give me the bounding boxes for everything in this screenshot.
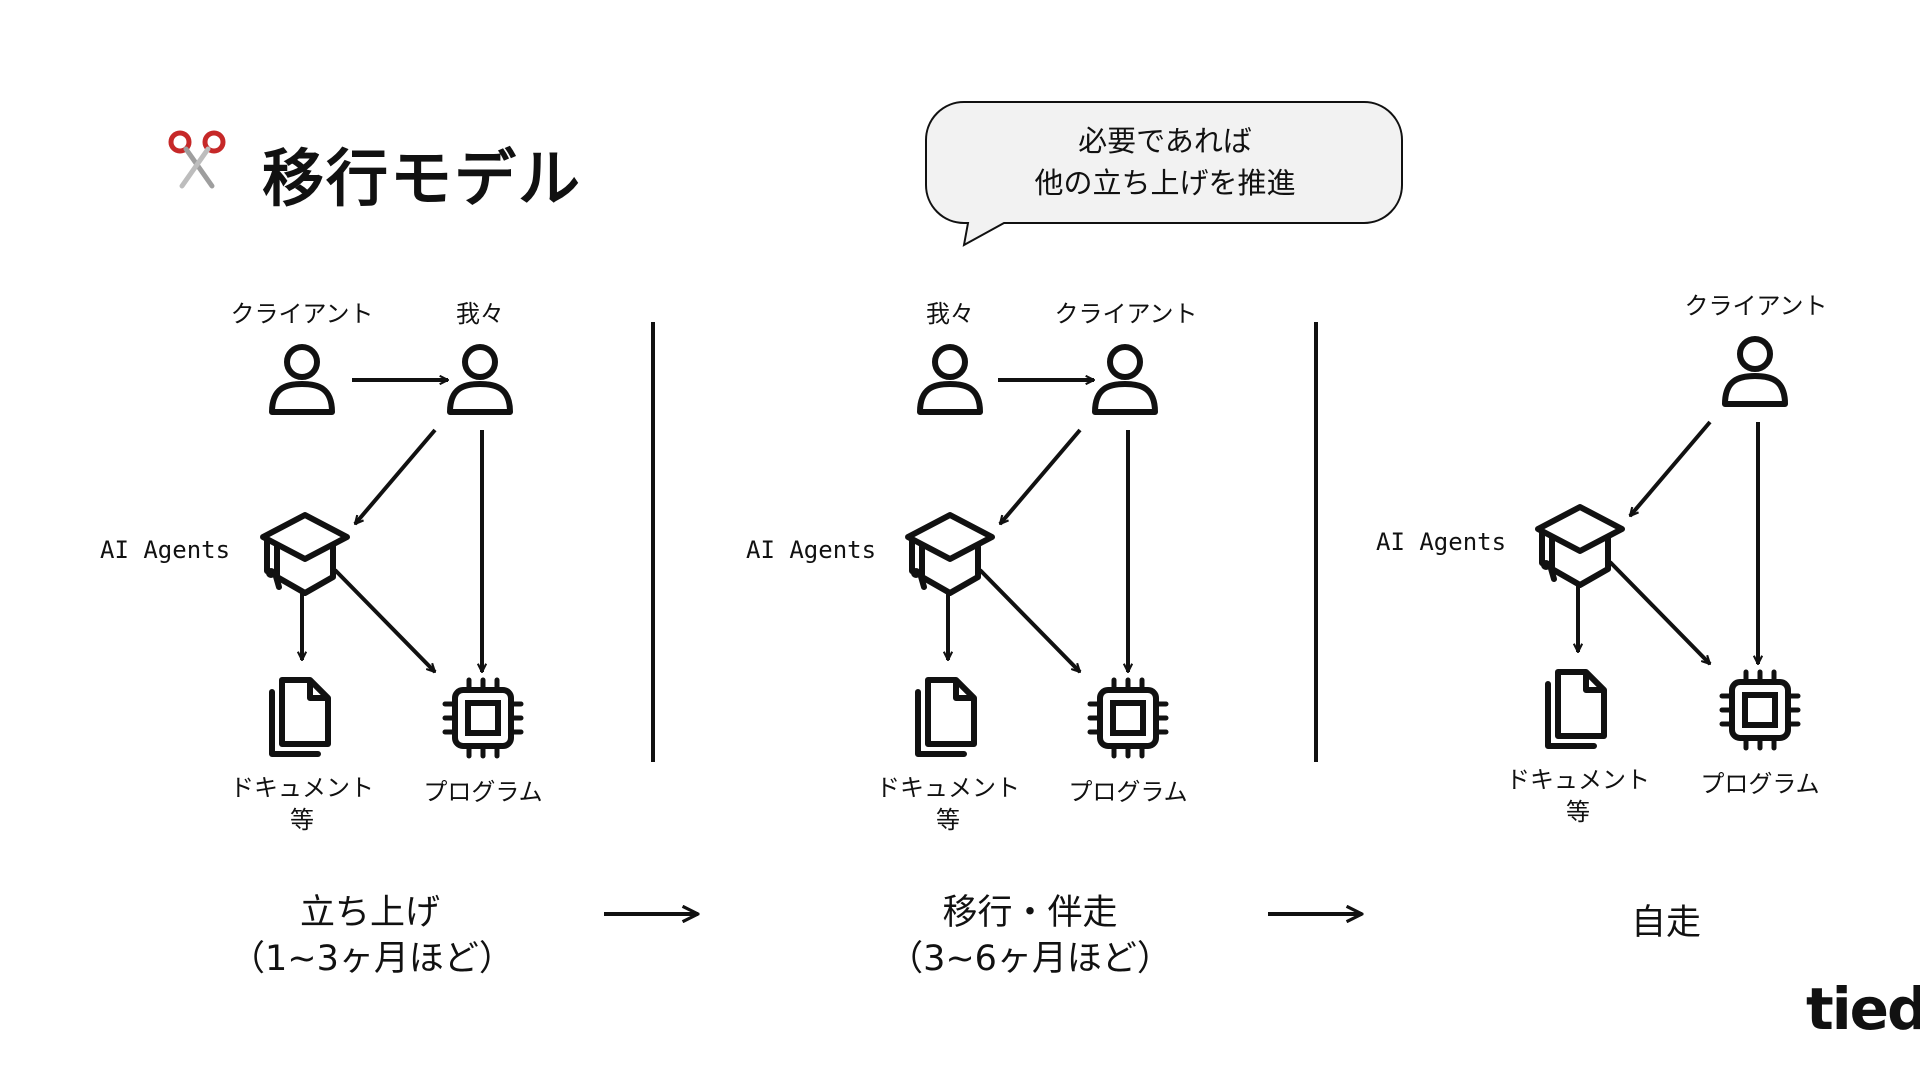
page-title: 移行モデル [262,142,583,215]
panel-3-program-label: プログラム [1700,770,1820,798]
panel-2-documents-label: ドキュメント 等 [868,772,1028,836]
panel-2-person-a-label: 我々 [926,300,974,328]
graduation-cap-icon [1538,507,1622,585]
person-icon [1095,347,1155,412]
graduation-cap-icon [263,515,347,593]
stage-line-2: （1~3ヶ月ほど） [230,939,514,979]
panel-2-stage-label: 移行・伴走 （3~6ヶ月ほど） [880,890,1180,982]
graduation-cap-icon [908,515,992,593]
panel-1-graphics [263,347,521,756]
scissors-icon [166,128,228,194]
documents-label-line-2: 等 [1566,798,1590,826]
panel-1-stage-label: 立ち上げ （1~3ヶ月ほど） [230,890,514,982]
documents-label-line-1: ドキュメント [876,774,1020,802]
stage-line-1: 移行・伴走 [942,893,1118,933]
documents-icon [272,680,328,754]
divider-1 [651,322,655,762]
panel-1-agents-label: AI Agents [100,536,231,564]
panel-3-agents-label: AI Agents [1376,528,1507,556]
person-icon [450,347,510,412]
speech-bubble [924,100,1404,254]
panel-2-program-label: プログラム [1068,778,1188,806]
panel-1-person-a-label: クライアント [230,300,374,328]
documents-icon [918,680,974,754]
cpu-chip-icon [1090,680,1166,756]
person-icon [920,347,980,412]
stage-line-2: （3~6ヶ月ほど） [888,939,1172,979]
tied-logo: tied [1806,975,1920,1043]
cpu-chip-icon [445,680,521,756]
person-icon [1725,339,1785,404]
panel-1-person-b-label: 我々 [456,300,504,328]
panel-1-program-label: プログラム [423,778,543,806]
bubble-line-1: 必要であれば [1078,124,1252,158]
documents-label-line-2: 等 [936,806,960,834]
panel-2-person-b-label: クライアント [1054,300,1198,328]
documents-icon [1548,672,1604,746]
panel-2-graphics [908,347,1166,756]
documents-label-line-2: 等 [290,806,314,834]
cpu-chip-icon [1722,672,1798,748]
divider-2 [1314,322,1318,762]
stage-line-1: 立ち上げ [299,893,440,933]
panel-1-documents-label: ドキュメント 等 [222,772,382,836]
documents-label-line-1: ドキュメント [1506,766,1650,794]
panel-3-documents-label: ドキュメント 等 [1498,764,1658,828]
person-icon [272,347,332,412]
panel-3-person-label: クライアント [1684,292,1828,320]
panel-3-graphics [1538,339,1798,748]
panel-2-agents-label: AI Agents [746,536,877,564]
panel-3-stage-label: 自走 [1630,903,1701,943]
speech-bubble-text: 必要であれば 他の立ち上げを推進 [935,120,1395,204]
bubble-line-2: 他の立ち上げを推進 [1034,166,1296,200]
documents-label-line-1: ドキュメント [230,774,374,802]
